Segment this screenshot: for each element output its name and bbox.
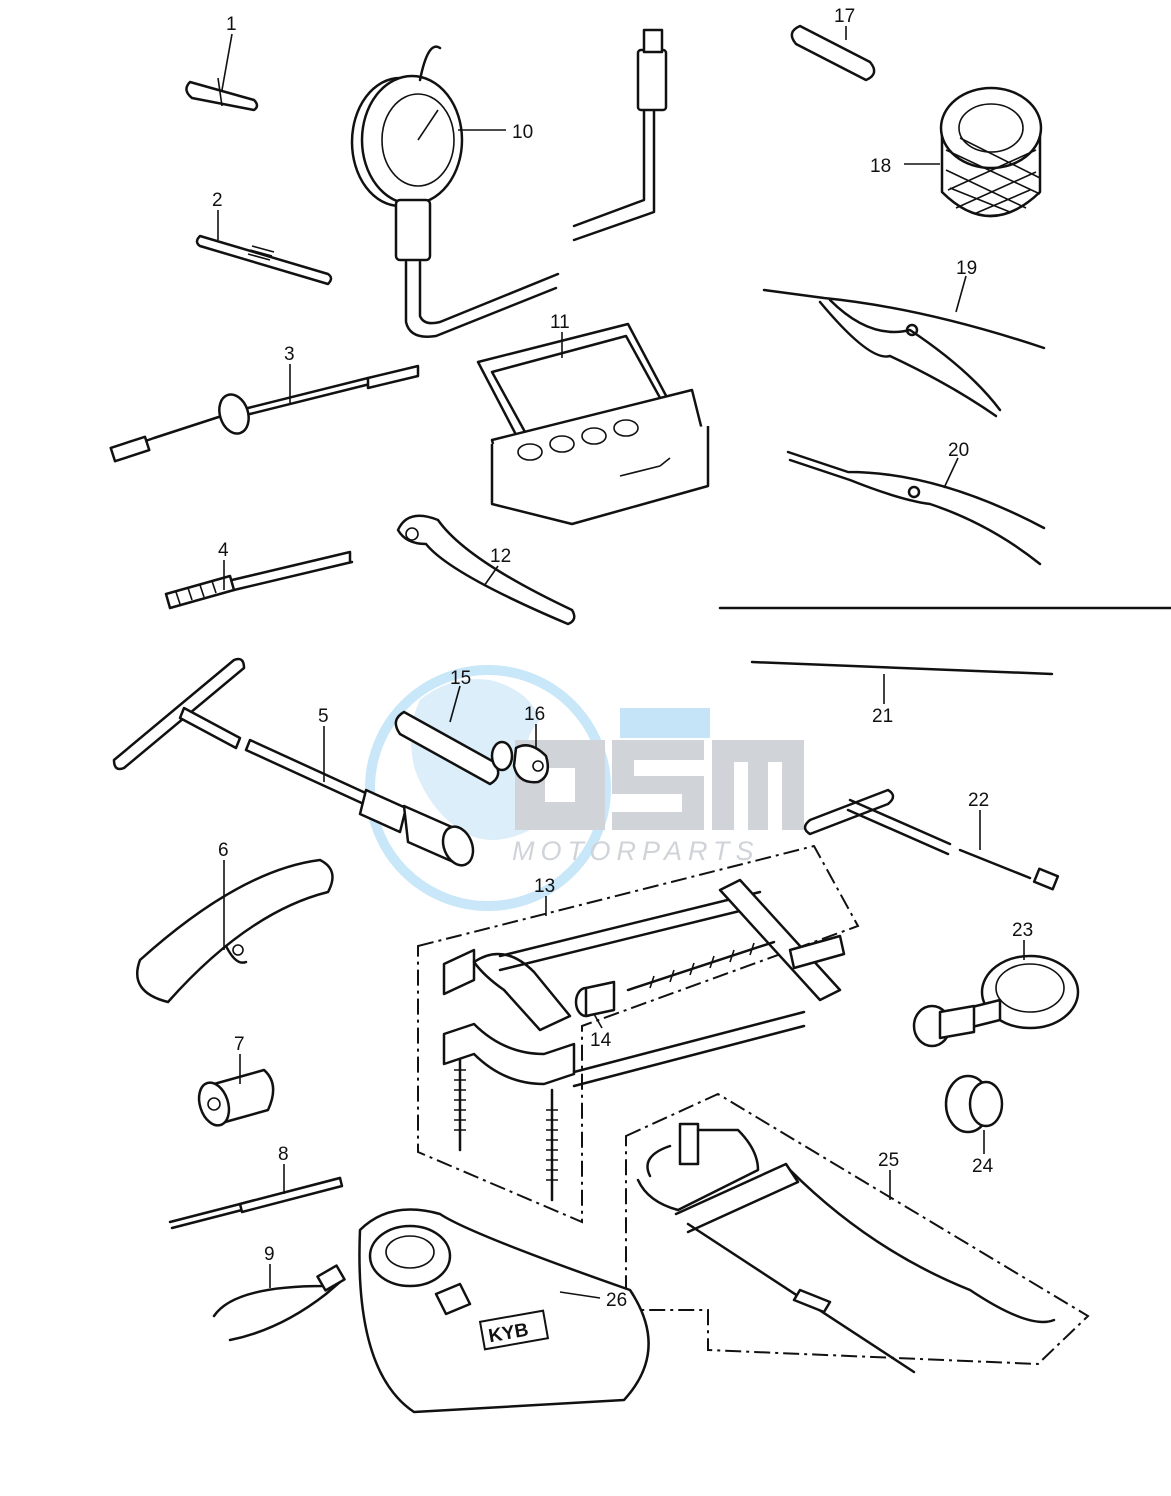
part-23-gauge bbox=[912, 954, 1080, 1048]
watermark-globe bbox=[365, 665, 611, 911]
part-17-small-tool bbox=[790, 24, 876, 82]
label-13: 13 bbox=[534, 876, 555, 897]
label-10: 10 bbox=[512, 122, 533, 143]
label-23: 23 bbox=[1012, 920, 1033, 941]
label-4: 4 bbox=[218, 540, 229, 561]
label-8: 8 bbox=[278, 1144, 289, 1165]
label-17: 17 bbox=[834, 6, 855, 27]
label-3: 3 bbox=[284, 344, 295, 365]
label-22: 22 bbox=[968, 790, 989, 811]
leader-lines bbox=[217, 26, 1025, 1299]
label-2: 2 bbox=[212, 190, 223, 211]
part-7-socket bbox=[197, 1068, 275, 1127]
part-24-cap bbox=[944, 1074, 1004, 1134]
part-16-nut bbox=[512, 744, 549, 784]
part-8-driver bbox=[168, 1176, 344, 1230]
watermark-subtext: MOTORPARTS bbox=[512, 836, 760, 866]
label-20: 20 bbox=[948, 440, 969, 461]
part-19-pliers bbox=[762, 288, 1046, 418]
part-6-lever bbox=[135, 858, 334, 1004]
label-12: 12 bbox=[490, 546, 511, 567]
label-21: 21 bbox=[872, 706, 893, 727]
label-26: 26 bbox=[606, 1290, 627, 1311]
label-14: 14 bbox=[590, 1030, 612, 1051]
watermark: MOTORPARTS bbox=[365, 665, 804, 911]
part-9-nippers bbox=[212, 1264, 346, 1342]
label-5: 5 bbox=[318, 706, 329, 727]
part-15-pipe bbox=[394, 710, 514, 786]
part-4-rod bbox=[164, 550, 354, 610]
label-6: 6 bbox=[218, 840, 229, 861]
watermark-logo bbox=[515, 708, 804, 830]
part-22-t-handle bbox=[803, 788, 1060, 891]
part-20-pliers bbox=[786, 450, 1046, 566]
label-11: 11 bbox=[550, 312, 570, 333]
part-5-t-handle bbox=[112, 657, 475, 867]
part-1-cone bbox=[185, 77, 259, 112]
part-3-shaft bbox=[109, 364, 420, 463]
part-18-filter bbox=[939, 86, 1043, 218]
part-12-hook bbox=[396, 514, 576, 626]
label-9: 9 bbox=[264, 1244, 275, 1265]
part-25-spring-tool bbox=[625, 1092, 1090, 1374]
part-number-labels: 1 2 3 4 5 6 7 8 9 10 11 12 13 14 15 16 1… bbox=[212, 6, 1033, 1311]
label-24: 24 bbox=[972, 1156, 994, 1177]
part-21-wire bbox=[718, 606, 1171, 676]
label-7: 7 bbox=[234, 1034, 245, 1055]
part-2-pin bbox=[195, 234, 333, 286]
part-26-pouch-gauge: KYB bbox=[358, 1208, 650, 1414]
label-15: 15 bbox=[450, 668, 471, 689]
label-19: 19 bbox=[956, 258, 977, 279]
part-11-box bbox=[476, 322, 710, 526]
kyb-stamp: KYB bbox=[478, 1309, 550, 1351]
label-18: 18 bbox=[870, 156, 891, 177]
label-1: 1 bbox=[226, 14, 237, 35]
part-14-adapter bbox=[574, 980, 616, 1018]
label-25: 25 bbox=[878, 1150, 899, 1171]
label-16: 16 bbox=[524, 704, 545, 725]
part-10-gauge bbox=[350, 28, 668, 338]
part-13-puller bbox=[417, 844, 860, 1224]
